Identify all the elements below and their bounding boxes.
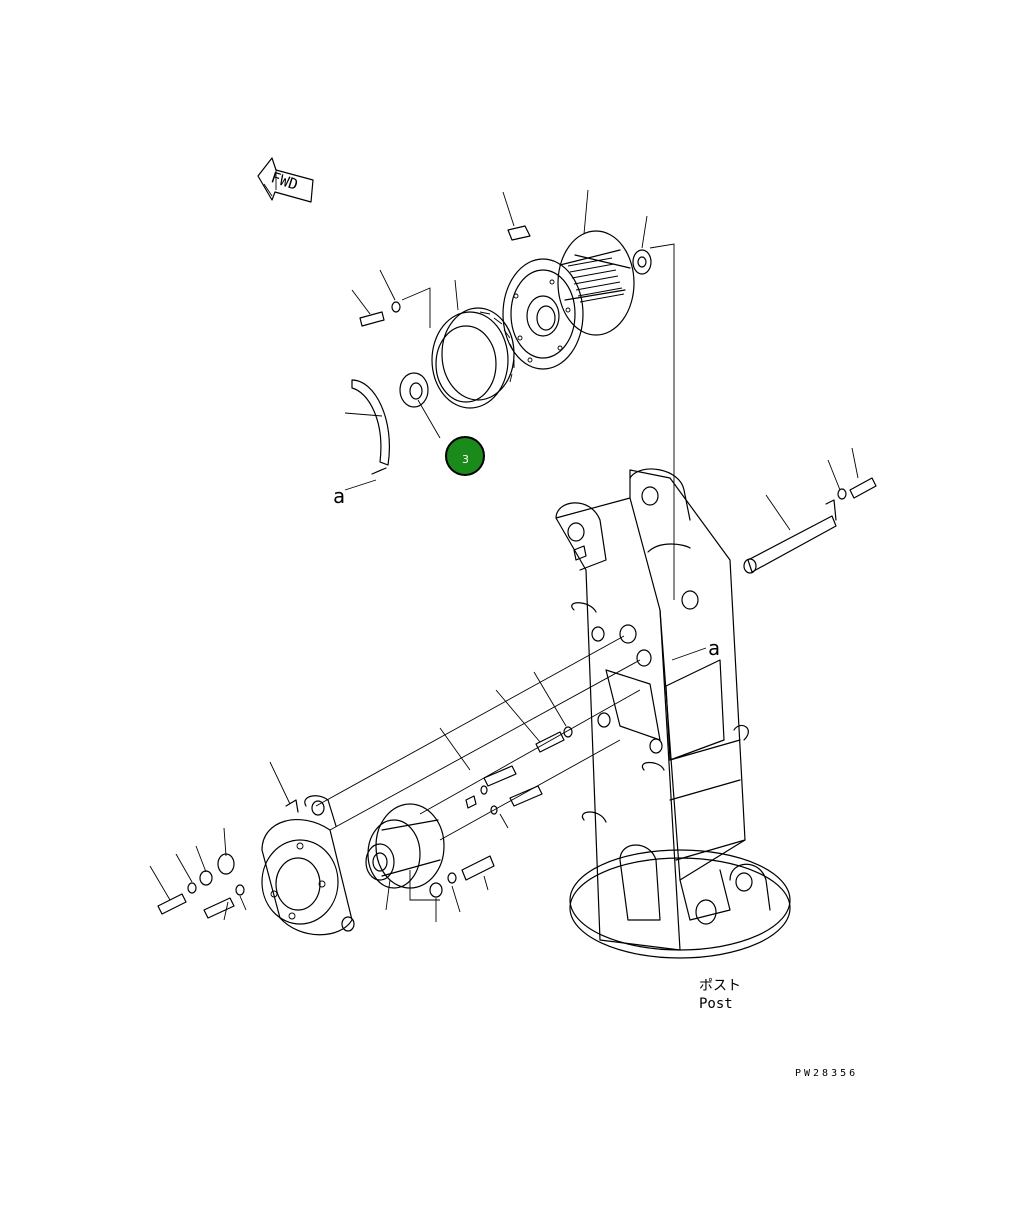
callout-number: 3 — [462, 453, 469, 466]
post-label-english: Post — [699, 996, 733, 1012]
reference-a-top: a — [333, 484, 345, 508]
pin-part — [743, 477, 877, 574]
callout-marker[interactable]: 3 — [445, 436, 485, 476]
callout-circle[interactable] — [445, 436, 485, 476]
reference-a-right: a — [708, 636, 720, 660]
post-label-japanese: ポスト — [699, 978, 741, 994]
winch-drum — [502, 230, 635, 370]
drawing-number: PW28356 — [795, 1068, 858, 1079]
post-structure — [555, 468, 791, 959]
assembly-guide-lines — [149, 635, 641, 922]
bolt-set — [157, 726, 573, 919]
motor-part — [365, 803, 445, 889]
bearing-part — [399, 372, 429, 408]
shim-plate — [351, 379, 390, 475]
gear-ring — [431, 307, 515, 409]
key-part — [507, 225, 531, 241]
leader-lines — [344, 189, 859, 661]
forward-arrow-icon: FWD — [257, 157, 314, 203]
bolt-part — [359, 301, 401, 327]
reducer-housing — [261, 795, 355, 936]
nut-part — [632, 249, 652, 275]
